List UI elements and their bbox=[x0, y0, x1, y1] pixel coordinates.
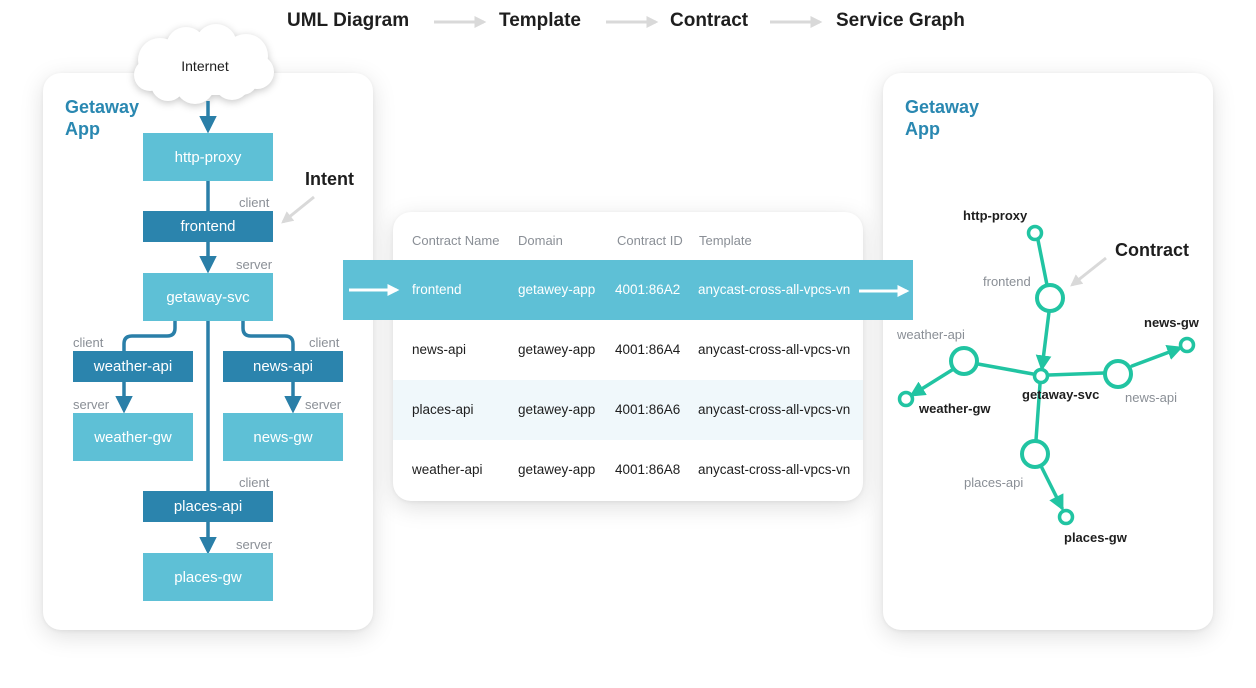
cell-contract-id: 4001:86A6 bbox=[615, 402, 681, 417]
table-row[interactable]: weather-api getawey-app 4001:86A8 anycas… bbox=[393, 440, 863, 500]
graph-card-title-line1: Getaway bbox=[905, 97, 980, 117]
label-server: server bbox=[305, 397, 342, 412]
box-getaway-svc[interactable]: getaway-svc bbox=[143, 273, 273, 321]
cell-contract-name: weather-api bbox=[412, 462, 483, 477]
box-http-proxy[interactable]: http-proxy bbox=[143, 133, 273, 181]
box-places-gw[interactable]: places-gw bbox=[143, 553, 273, 601]
box-news-api[interactable]: news-api bbox=[223, 351, 343, 382]
box-weather-api[interactable]: weather-api bbox=[73, 351, 193, 382]
label-client: client bbox=[239, 475, 270, 490]
graph-label-http-proxy: http-proxy bbox=[963, 208, 1028, 223]
cell-domain: getawey-app bbox=[518, 462, 596, 477]
graph-label-getaway-svc: getaway-svc bbox=[1022, 387, 1100, 402]
service-graph-card bbox=[883, 73, 1213, 630]
cell-contract-id: 4001:86A8 bbox=[615, 462, 681, 477]
contract-annotation: Contract bbox=[1115, 240, 1190, 260]
internet-label: Internet bbox=[181, 58, 229, 74]
col-header-contract-id: Contract ID bbox=[617, 233, 683, 248]
box-weather-gw[interactable]: weather-gw bbox=[73, 413, 193, 461]
graph-card-title-line2: App bbox=[905, 119, 940, 139]
graph-label-news-gw: news-gw bbox=[1144, 315, 1199, 330]
cell-domain: getawey-app bbox=[518, 402, 596, 417]
col-header-domain: Domain bbox=[518, 233, 563, 248]
pipeline-step-template: Template bbox=[499, 10, 582, 31]
cell-contract-name: places-api bbox=[412, 402, 474, 417]
intent-card-title-line2: App bbox=[65, 119, 100, 139]
table-row[interactable]: places-api getawey-app 4001:86A6 anycast… bbox=[393, 380, 863, 440]
cell-template: anycast-cross-all-vpcs-vn bbox=[698, 342, 851, 357]
cell-contract-name: news-api bbox=[412, 342, 467, 357]
graph-label-news-api: news-api bbox=[1125, 390, 1178, 405]
label-client: client bbox=[73, 335, 104, 350]
cell-template: anycast-cross-all-vpcs-vn bbox=[698, 402, 851, 417]
intent-card-title: Getaway App bbox=[65, 96, 139, 140]
graph-label-frontend: frontend bbox=[983, 274, 1031, 289]
cell-contract-name: frontend bbox=[412, 282, 462, 297]
box-frontend[interactable]: frontend bbox=[143, 211, 273, 242]
graph-label-weather-api: weather-api bbox=[897, 327, 965, 342]
graph-label-places-gw: places-gw bbox=[1064, 530, 1127, 545]
table-row-selected[interactable]: frontend getawey-app 4001:86A2 anycast-c… bbox=[343, 260, 913, 320]
graph-label-weather-gw: weather-gw bbox=[919, 401, 991, 416]
label-server: server bbox=[236, 257, 273, 272]
label-server: server bbox=[73, 397, 110, 412]
cell-contract-id: 4001:86A2 bbox=[615, 282, 681, 297]
col-header-template: Template bbox=[699, 233, 752, 248]
intent-annotation: Intent bbox=[305, 169, 354, 189]
col-header-contract-name: Contract Name bbox=[412, 233, 500, 248]
box-places-api[interactable]: places-api bbox=[143, 491, 273, 522]
graph-label-places-api: places-api bbox=[964, 475, 1024, 490]
label-client: client bbox=[309, 335, 340, 350]
cell-contract-id: 4001:86A4 bbox=[615, 342, 681, 357]
cell-template: anycast-cross-all-vpcs-vn bbox=[698, 462, 851, 477]
pipeline-step-uml: UML Diagram bbox=[287, 10, 410, 31]
pipeline-step-service-graph: Service Graph bbox=[836, 10, 965, 31]
intent-card-title-line1: Getaway bbox=[65, 97, 140, 117]
box-news-gw[interactable]: news-gw bbox=[223, 413, 343, 461]
pipeline-step-contract: Contract bbox=[670, 10, 749, 31]
cell-domain: getawey-app bbox=[518, 342, 596, 357]
cell-template: anycast-cross-all-vpcs-vn bbox=[698, 282, 851, 297]
graph-card-title: Getaway App bbox=[905, 96, 979, 140]
cell-domain: getawey-app bbox=[518, 282, 596, 297]
label-client: client bbox=[239, 195, 270, 210]
label-server: server bbox=[236, 537, 273, 552]
table-row[interactable]: news-api getawey-app 4001:86A4 anycast-c… bbox=[393, 320, 863, 380]
